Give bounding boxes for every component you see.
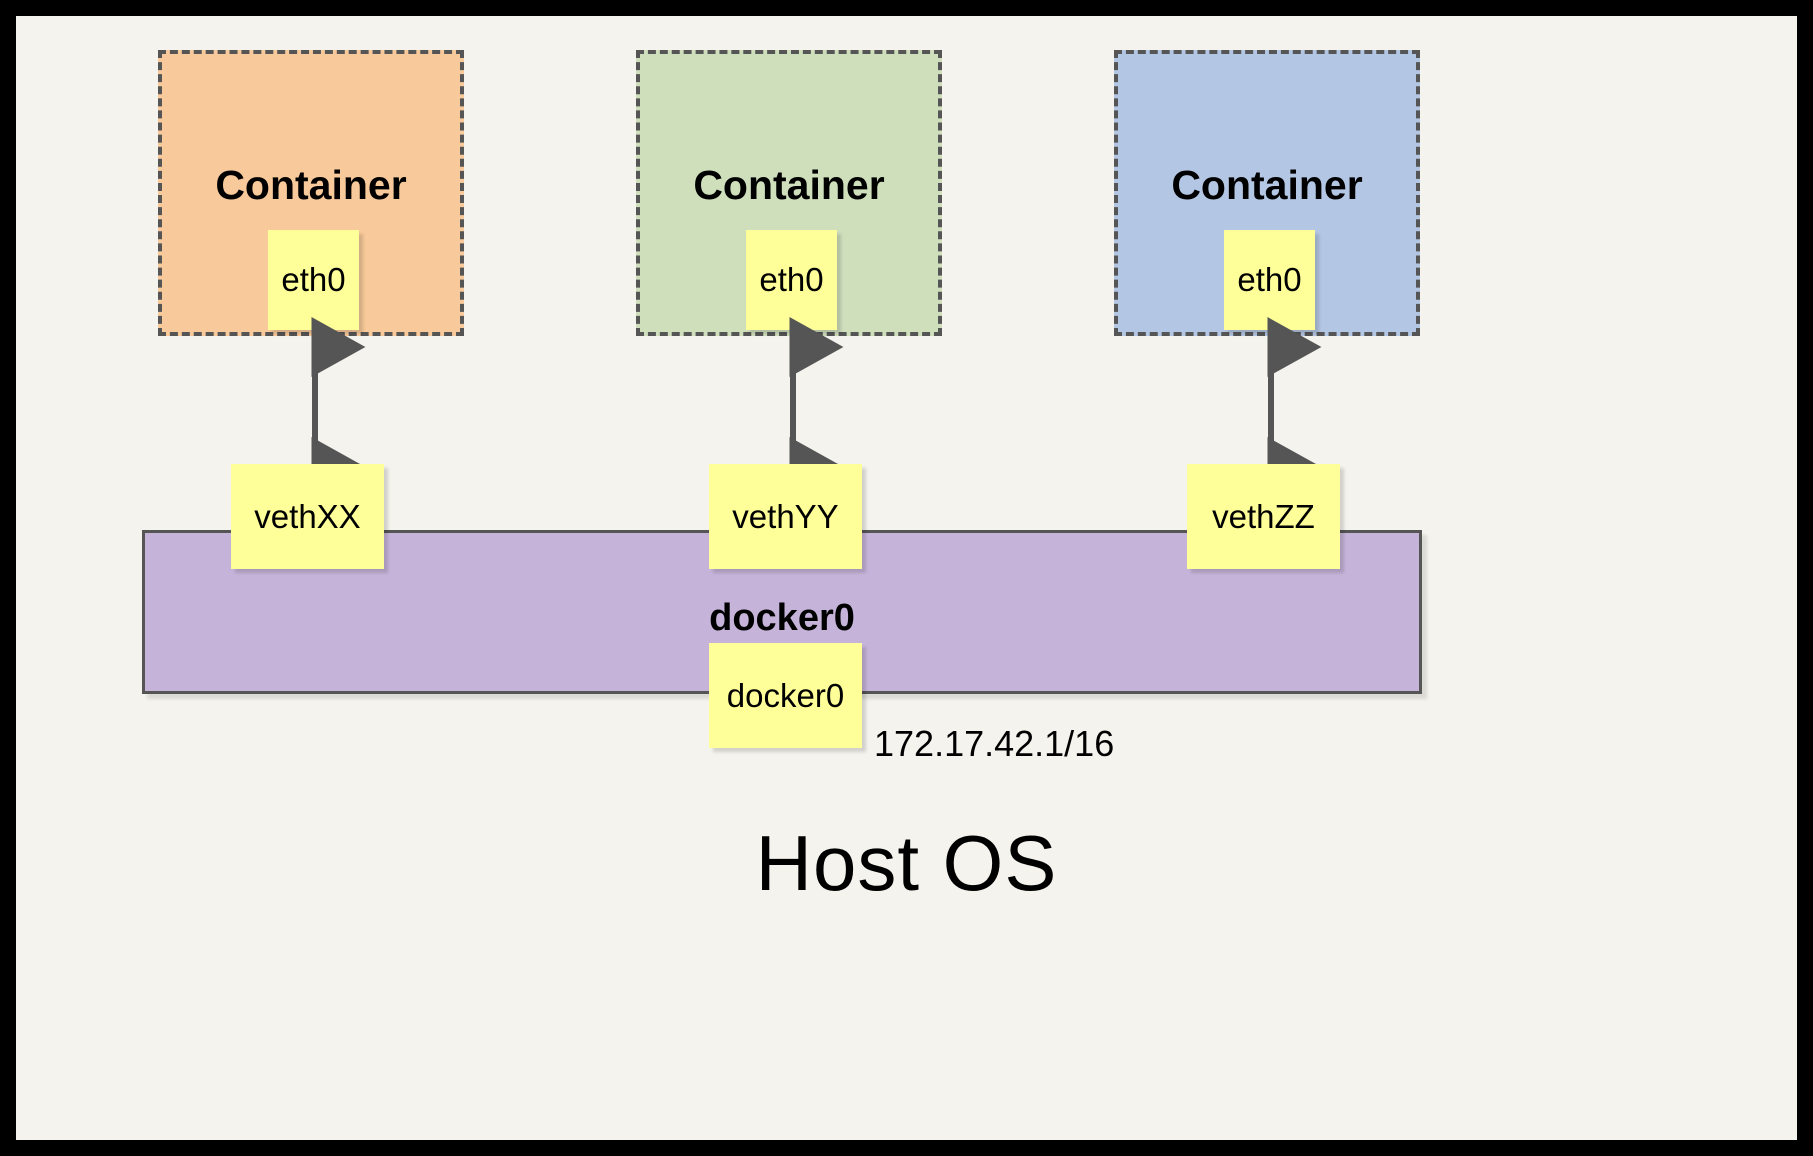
veth-label-1: vethXX: [254, 497, 361, 535]
eth0-box-1: eth0: [268, 230, 359, 330]
veth-arrow-1: [311, 317, 366, 497]
veth-box-1: vethXX: [231, 464, 384, 569]
eth0-label-2: eth0: [759, 261, 824, 298]
veth-label-3: vethZZ: [1212, 497, 1315, 535]
veth-arrow-3: [1267, 317, 1322, 497]
docker0-bridge-label: docker0: [709, 597, 855, 639]
diagram-stage: docker0 Container Container Container et…: [16, 16, 1797, 1140]
eth0-box-2: eth0: [746, 230, 837, 330]
veth-label-2: vethYY: [732, 497, 839, 535]
docker0-interface-box: docker0: [709, 643, 862, 748]
host-os-label: Host OS: [755, 819, 1058, 907]
veth-box-3: vethZZ: [1187, 464, 1340, 569]
container-label-1: Container: [215, 162, 407, 208]
bridge-ip-label: 172.17.42.1/16: [874, 723, 1115, 764]
container-label-3: Container: [1171, 162, 1363, 208]
veth-box-2: vethYY: [709, 464, 862, 569]
veth-arrow-2: [789, 317, 844, 497]
eth0-label-3: eth0: [1237, 261, 1302, 298]
eth0-label-1: eth0: [281, 261, 346, 298]
eth0-box-3: eth0: [1224, 230, 1315, 330]
docker0-interface-label: docker0: [726, 676, 845, 714]
container-label-2: Container: [693, 162, 885, 208]
